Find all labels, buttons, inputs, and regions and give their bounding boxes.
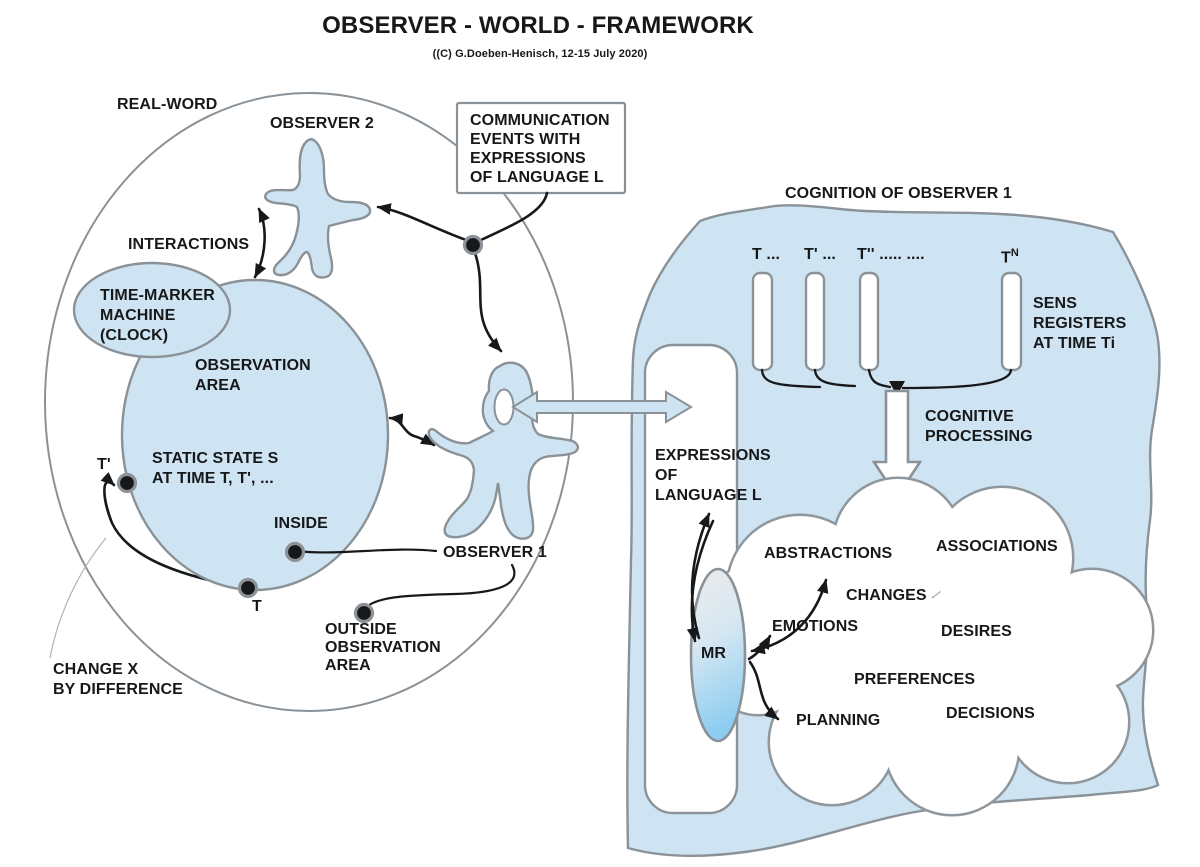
box-to-dot-line <box>479 191 549 242</box>
communication-box-label: COMMUNICATION EVENTS WITH EXPRESSIONS OF… <box>470 112 610 186</box>
mr-to-expressions-arrow <box>690 512 711 640</box>
outside-dot <box>353 602 375 624</box>
observer1-figure <box>427 361 579 540</box>
page-subtitle: ((C) G.Doeben-Henisch, 12-15 July 2020) <box>432 48 648 60</box>
page-title: OBSERVER - WORLD - FRAMEWORK <box>322 12 754 39</box>
change-x-label: CHANGE X BY DIFFERENCE <box>53 661 183 698</box>
change-x-callout-line <box>49 537 107 659</box>
t-dot <box>237 577 259 599</box>
cognition-title: COGNITION OF OBSERVER 1 <box>785 185 1012 202</box>
register-label-1: T ... <box>752 246 781 263</box>
cloud-label-changes: CHANGES <box>846 587 927 604</box>
dot-to-observer1-arrow <box>473 251 503 353</box>
register-label-n-sup: N <box>1010 247 1019 259</box>
observer1-face-hole <box>493 388 515 426</box>
cloud-label-desires: DESIRES <box>941 623 1012 640</box>
inside-callout-line <box>295 548 438 554</box>
cloud-label-planning: PLANNING <box>796 712 881 729</box>
interactions-arrow <box>253 207 270 279</box>
t-label: T <box>252 598 262 615</box>
sens-register-2 <box>804 271 826 372</box>
cloud-label-associations: ASSOCIATIONS <box>936 538 1058 555</box>
t-prime-label: T' <box>97 456 111 473</box>
register-label-2: T' ... <box>804 246 836 263</box>
observer1-label: OBSERVER 1 <box>443 544 547 561</box>
register-label-n-base: T <box>1001 249 1011 267</box>
cloud-label-emotions: EMOTIONS <box>772 618 859 635</box>
world-cognition-arrow <box>511 390 693 424</box>
cloud-label-abstractions: ABSTRACTIONS <box>764 545 893 562</box>
communication-box <box>455 101 627 195</box>
cognitive-processing-label: COGNITIVE PROCESSING <box>925 408 1033 445</box>
mr-to-emotions-arrow <box>747 634 772 661</box>
observation-observer1-arrow <box>388 413 436 447</box>
real-world-label: REAL-WORD <box>117 96 218 113</box>
sens-register-n <box>1000 271 1023 372</box>
observer2-label: OBSERVER 2 <box>270 115 374 132</box>
time-marker-machine-ellipse <box>72 261 232 359</box>
outside-label: OUTSIDE OBSERVATION AREA <box>325 621 441 674</box>
mr-ellipse <box>689 567 747 743</box>
expressions-label: EXPRESSIONS OF LANGUAGE L <box>655 447 771 504</box>
observation-area-label: OBSERVATION AREA <box>195 357 311 394</box>
mr-to-planning-arrow <box>748 660 780 721</box>
register-label-3: T'' ..... .... <box>857 246 925 263</box>
register-converge-lines <box>760 368 1013 396</box>
converge-arrowhead <box>889 381 905 396</box>
time-marker-label: TIME-MARKER MACHINE (CLOCK) <box>100 287 215 344</box>
outside-callout-line <box>364 563 516 610</box>
expressions-to-mr-arrow <box>686 519 715 643</box>
communication-event-dot <box>462 234 484 256</box>
sens-register-3 <box>858 271 880 372</box>
inside-dot <box>284 541 306 563</box>
register-label-n: TN <box>1001 244 1019 267</box>
interactions-label: INTERACTIONS <box>128 236 250 253</box>
t-prime-dot <box>116 472 138 494</box>
observer2-figure <box>264 138 372 279</box>
inside-label: INSIDE <box>274 515 328 532</box>
sens-registers-label: SENS REGISTERS AT TIME Ti <box>1033 295 1127 352</box>
static-state-label: STATIC STATE S AT TIME T, T', ... <box>152 450 279 487</box>
dot-to-observer2-arrow <box>376 203 471 243</box>
cloud-label-decisions: DECISIONS <box>946 705 1035 722</box>
sens-register-1 <box>751 271 774 372</box>
mr-arrows <box>686 512 829 721</box>
mr-label: MR <box>701 645 727 662</box>
cloud-label-preferences: PREFERENCES <box>854 671 976 688</box>
